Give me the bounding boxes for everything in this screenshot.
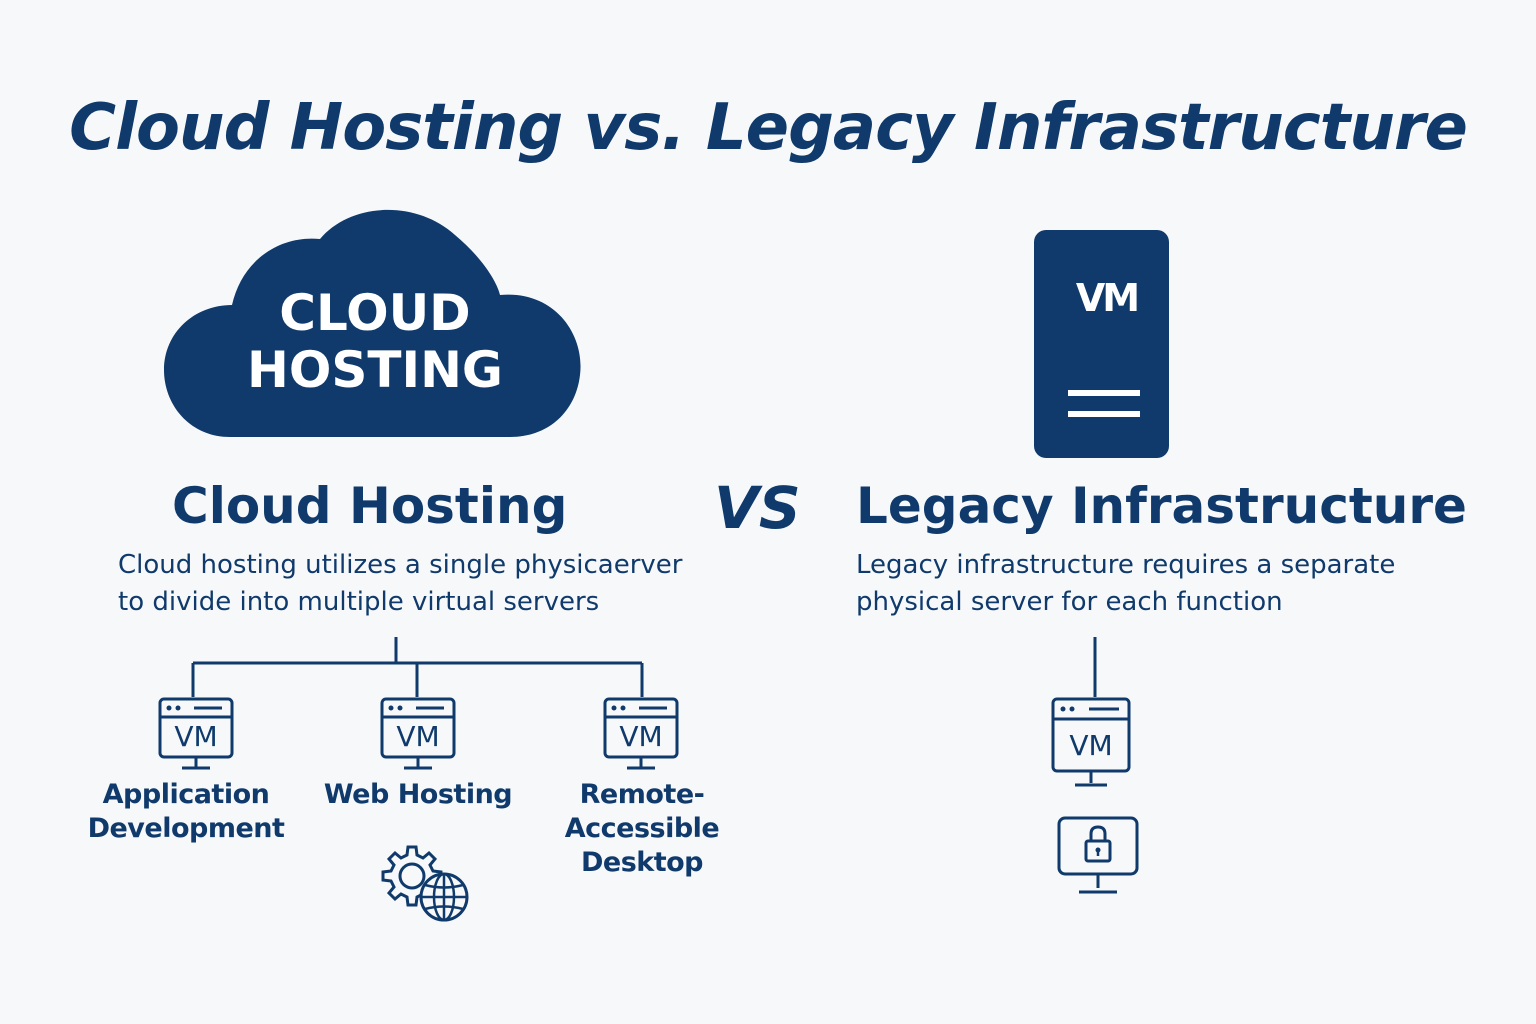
server-tower-label: VM bbox=[1075, 276, 1140, 320]
legacy-description: Legacy infrastructure requires a separat… bbox=[856, 547, 1456, 621]
vm-name-remote-accessible-desktop: Remote- Accessible Desktop bbox=[520, 778, 764, 880]
vs-label: VS bbox=[714, 474, 801, 542]
vm-label: VM bbox=[174, 720, 218, 753]
vm-name-line: Web Hosting bbox=[323, 779, 513, 810]
cloud-icon-label-line1: CLOUD bbox=[279, 284, 471, 342]
vm-label: VM bbox=[396, 720, 440, 753]
vm-name-web-hosting: Web Hosting bbox=[296, 778, 540, 812]
vm-monitor-icon bbox=[158, 697, 234, 770]
vm-name-application-development: Application Development bbox=[64, 778, 308, 846]
vm-label: VM bbox=[619, 720, 663, 753]
vm-name-line: Accessible bbox=[564, 813, 720, 844]
vm-monitor-icon bbox=[1051, 697, 1131, 787]
cloud-icon-label-line2: HOSTING bbox=[247, 341, 503, 399]
vm-name-line: Remote- bbox=[579, 779, 705, 810]
vm-name-line: Desktop bbox=[580, 847, 704, 878]
cloud-description-line2: to divide into multiple virtual servers bbox=[118, 587, 600, 617]
cloud-description-line1: Cloud hosting utilizes a single physicae… bbox=[118, 550, 683, 580]
cloud-description: Cloud hosting utilizes a single physicae… bbox=[118, 547, 718, 621]
page-title: Cloud Hosting vs. Legacy Infrastructure bbox=[69, 91, 1468, 165]
cloud-icon-label: CLOUD HOSTING bbox=[160, 285, 590, 399]
vm-name-line: Application bbox=[102, 779, 270, 810]
server-tower-icon bbox=[1034, 230, 1169, 458]
cloud-icon bbox=[164, 209, 581, 437]
cloud-heading: Cloud Hosting bbox=[172, 477, 568, 535]
vm-monitor-icon bbox=[603, 697, 679, 770]
vm-monitor-icon bbox=[380, 697, 456, 770]
legacy-description-line1: Legacy infrastructure requires a separat… bbox=[856, 550, 1396, 580]
gear-globe-icon bbox=[381, 845, 469, 922]
lock-monitor-icon bbox=[1057, 816, 1139, 894]
vm-label: VM bbox=[1069, 729, 1113, 762]
legacy-description-line2: physical server for each function bbox=[856, 587, 1283, 617]
vm-name-line: Development bbox=[87, 813, 285, 844]
legacy-heading: Legacy Infrastructure bbox=[856, 477, 1467, 535]
